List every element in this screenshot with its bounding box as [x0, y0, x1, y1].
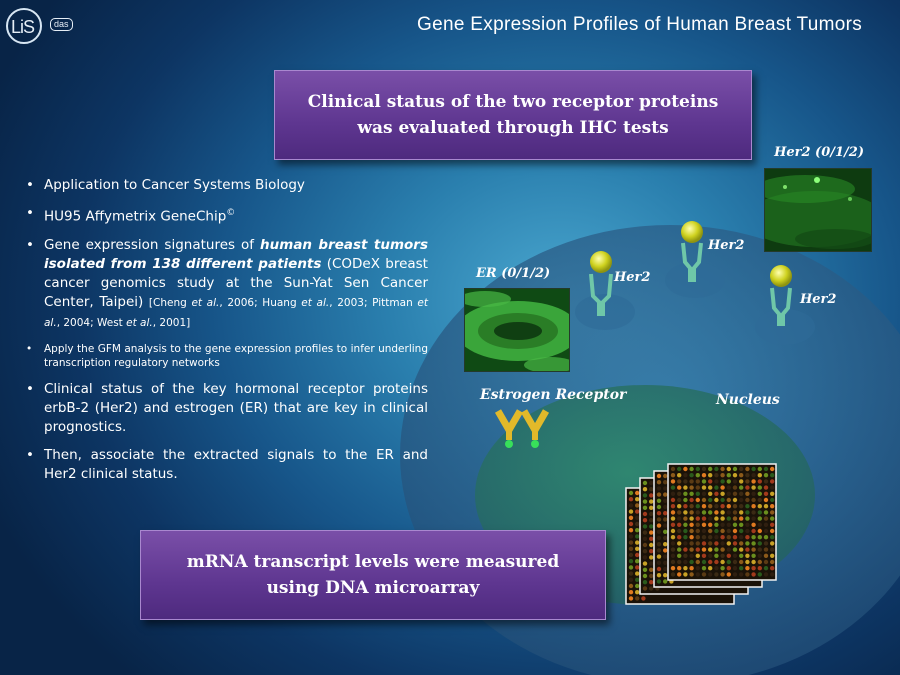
- bullet-text: Gene expression signatures of: [44, 236, 261, 253]
- bullet-item: Application to Cancer Systems Biology: [26, 176, 428, 195]
- ihc-callout-line2: was evaluated through IHC tests: [357, 118, 669, 138]
- her2-ihc-image: [764, 168, 872, 252]
- microarray-callout-box: mRNA transcript levels were measured usi…: [140, 530, 606, 620]
- slide-title: Gene Expression Profiles of Human Breast…: [417, 14, 862, 35]
- microarray-callout-line2: using DNA microarray: [266, 578, 480, 598]
- estrogen-receptor-icon: [494, 409, 524, 448]
- her2-receptor-icon: [589, 251, 613, 316]
- citation: [Cheng et al., 2006; Huang et al., 2003;…: [44, 296, 428, 329]
- estrogen-receptor-label: Estrogen Receptor: [480, 387, 627, 403]
- logo-text: LiS: [11, 17, 35, 37]
- nucleus-label: Nucleus: [716, 392, 780, 408]
- microarray-callout-line1: mRNA transcript levels were measured: [186, 552, 560, 572]
- bullet-text: (CODeX breast cancer genomics study at t…: [44, 255, 428, 310]
- her2-receptor-icon: [681, 221, 703, 282]
- ihc-callout-box: Clinical status of the two receptor prot…: [274, 70, 752, 160]
- her2-grade-label: Her2 (0/1/2): [774, 145, 864, 160]
- bullet-text: Application to Cancer Systems Biology: [44, 177, 305, 193]
- her2-receptor-icon: [770, 265, 792, 326]
- bullet-item: Then, associate the extracted signals to…: [26, 446, 428, 484]
- lisdas-logo: LiS das: [6, 8, 73, 46]
- her2-receptor-label: Her2: [614, 270, 651, 285]
- bullet-item: Clinical status of the key hormonal rece…: [26, 380, 428, 437]
- bullet-item: Gene expression signatures of human brea…: [26, 236, 428, 333]
- bullet-item: Apply the GFM analysis to the gene expre…: [26, 342, 428, 370]
- bullet-text: HU95 Affymetrix GeneChip: [44, 208, 227, 225]
- bullet-emphasis: human breast tumors isolated from 138 di…: [44, 236, 429, 272]
- her2-receptor-label: Her2: [708, 238, 745, 253]
- bullet-text: Then, associate the extracted signals to…: [44, 446, 428, 482]
- bullet-text: Clinical status of the key hormonal rece…: [44, 380, 428, 435]
- logo-circle: [6, 8, 42, 44]
- microarray-stack-icon: [625, 463, 777, 605]
- bullet-item: HU95 Affymetrix GeneChip©: [26, 204, 428, 227]
- copyright-sup: ©: [226, 208, 236, 218]
- estrogen-receptor-icon: [520, 409, 550, 448]
- bullet-list: Application to Cancer Systems Biology HU…: [26, 176, 428, 493]
- er-grade-label: ER (0/1/2): [476, 266, 551, 281]
- logo-badge: das: [50, 18, 73, 31]
- ihc-callout-line1: Clinical status of the two receptor prot…: [307, 92, 719, 112]
- er-ihc-image: [464, 288, 570, 372]
- bullet-text: Apply the GFM analysis to the gene expre…: [44, 342, 428, 369]
- her2-receptor-label: Her2: [800, 292, 837, 307]
